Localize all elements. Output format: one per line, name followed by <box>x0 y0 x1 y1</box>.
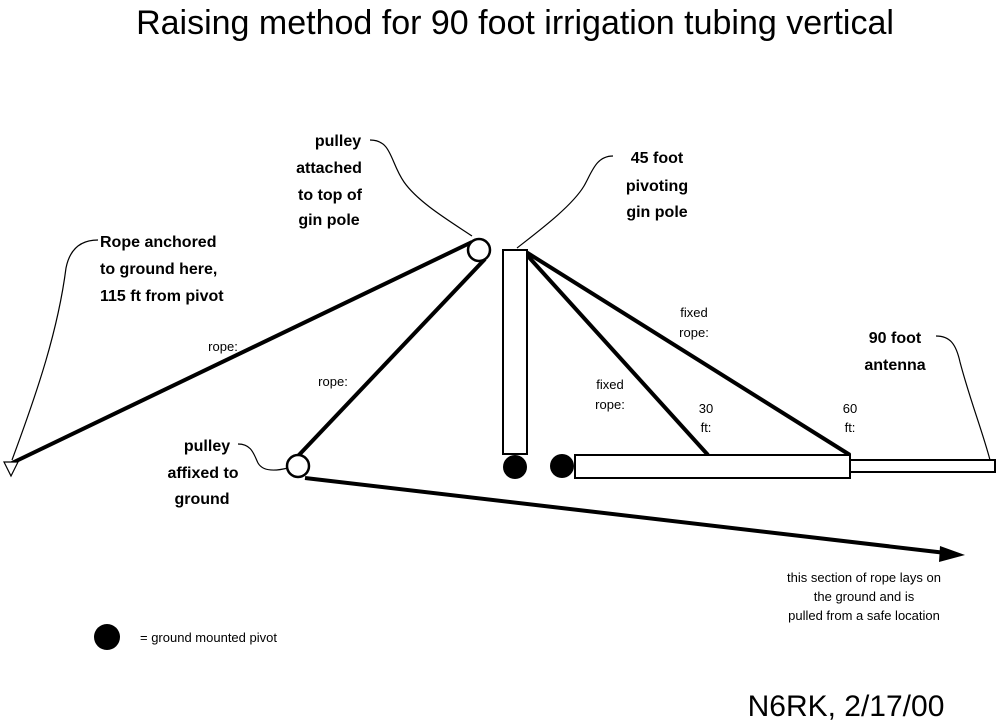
label-gin-pole: 45 foot pivoting gin pole <box>626 150 688 221</box>
svg-text:the ground and is: the ground and is <box>814 589 915 604</box>
svg-text:fixed: fixed <box>596 377 623 392</box>
svg-text:Rope anchored: Rope anchored <box>100 234 216 251</box>
anchor-triangle-icon <box>3 461 19 478</box>
svg-text:to ground here,: to ground here, <box>100 261 217 278</box>
svg-text:fixed: fixed <box>680 305 707 320</box>
antenna-thick-section <box>574 454 851 479</box>
fixed-rope-to-60ft <box>524 250 852 457</box>
svg-text:ft:: ft: <box>845 420 856 435</box>
label-antenna: 90 foot antenna <box>864 330 925 374</box>
svg-text:ground: ground <box>174 491 229 508</box>
pulley-ground-icon <box>285 453 311 479</box>
svg-text:rope:: rope: <box>595 397 625 412</box>
leader-gin-pole <box>516 155 614 249</box>
label-pulley-top: pulley attached to top of gin pole <box>296 133 363 229</box>
svg-text:pivoting: pivoting <box>626 178 688 195</box>
svg-text:30: 30 <box>699 401 713 416</box>
label-mark-30ft: 30 ft: <box>699 401 713 435</box>
svg-text:to top of: to top of <box>298 187 363 204</box>
label-rope-lower: rope: <box>318 374 348 389</box>
svg-text:60: 60 <box>843 401 857 416</box>
gin-pole <box>502 249 528 455</box>
diagram-title: Raising method for 90 foot irrigation tu… <box>136 4 894 42</box>
rope-top-pulley-to-ground-pulley <box>296 257 487 458</box>
rope-anchor-to-top-pulley <box>11 240 473 465</box>
svg-text:pulley: pulley <box>184 438 230 455</box>
svg-text:45 foot: 45 foot <box>631 150 684 167</box>
pulley-top-icon <box>466 237 492 263</box>
signature: N6RK, 2/17/00 <box>748 690 945 723</box>
leader-anchor <box>11 239 99 461</box>
leader-pulley-ground <box>237 443 289 471</box>
svg-text:rope:: rope: <box>679 325 709 340</box>
pivot-antenna-icon <box>550 454 574 478</box>
label-pulley-ground: pulley affixed to ground <box>167 438 238 508</box>
svg-text:attached: attached <box>296 160 362 177</box>
label-mark-60ft: 60 ft: <box>843 401 857 435</box>
label-fixed-rope-60: fixed rope: <box>679 305 709 340</box>
leader-antenna <box>935 335 991 461</box>
leader-pulley-top <box>369 139 473 237</box>
fixed-rope-to-30ft <box>524 252 710 457</box>
legend-text: = ground mounted pivot <box>140 630 277 645</box>
svg-text:affixed to: affixed to <box>167 465 238 482</box>
rope-ground-pull-section <box>304 476 947 555</box>
antenna-thin-section <box>849 459 996 473</box>
label-ground-note: this section of rope lays on the ground … <box>787 570 941 623</box>
arrowhead-icon <box>939 546 965 562</box>
svg-text:this section of rope lays on: this section of rope lays on <box>787 570 941 585</box>
svg-text:pulley: pulley <box>315 133 361 150</box>
svg-text:gin pole: gin pole <box>626 204 687 221</box>
label-fixed-rope-30: fixed rope: <box>595 377 625 412</box>
svg-text:pulled from a safe location: pulled from a safe location <box>788 608 940 623</box>
label-anchor: Rope anchored to ground here, 115 ft fro… <box>100 234 224 305</box>
svg-text:90 foot: 90 foot <box>869 330 922 347</box>
legend-pivot-icon <box>94 624 120 650</box>
label-rope-upper: rope: <box>208 339 238 354</box>
svg-text:ft:: ft: <box>701 420 712 435</box>
legend: = ground mounted pivot <box>94 624 277 650</box>
svg-text:115 ft from pivot: 115 ft from pivot <box>100 288 224 305</box>
svg-text:gin pole: gin pole <box>298 212 359 229</box>
svg-text:antenna: antenna <box>864 357 925 374</box>
pivot-gin-pole-icon <box>503 455 527 479</box>
